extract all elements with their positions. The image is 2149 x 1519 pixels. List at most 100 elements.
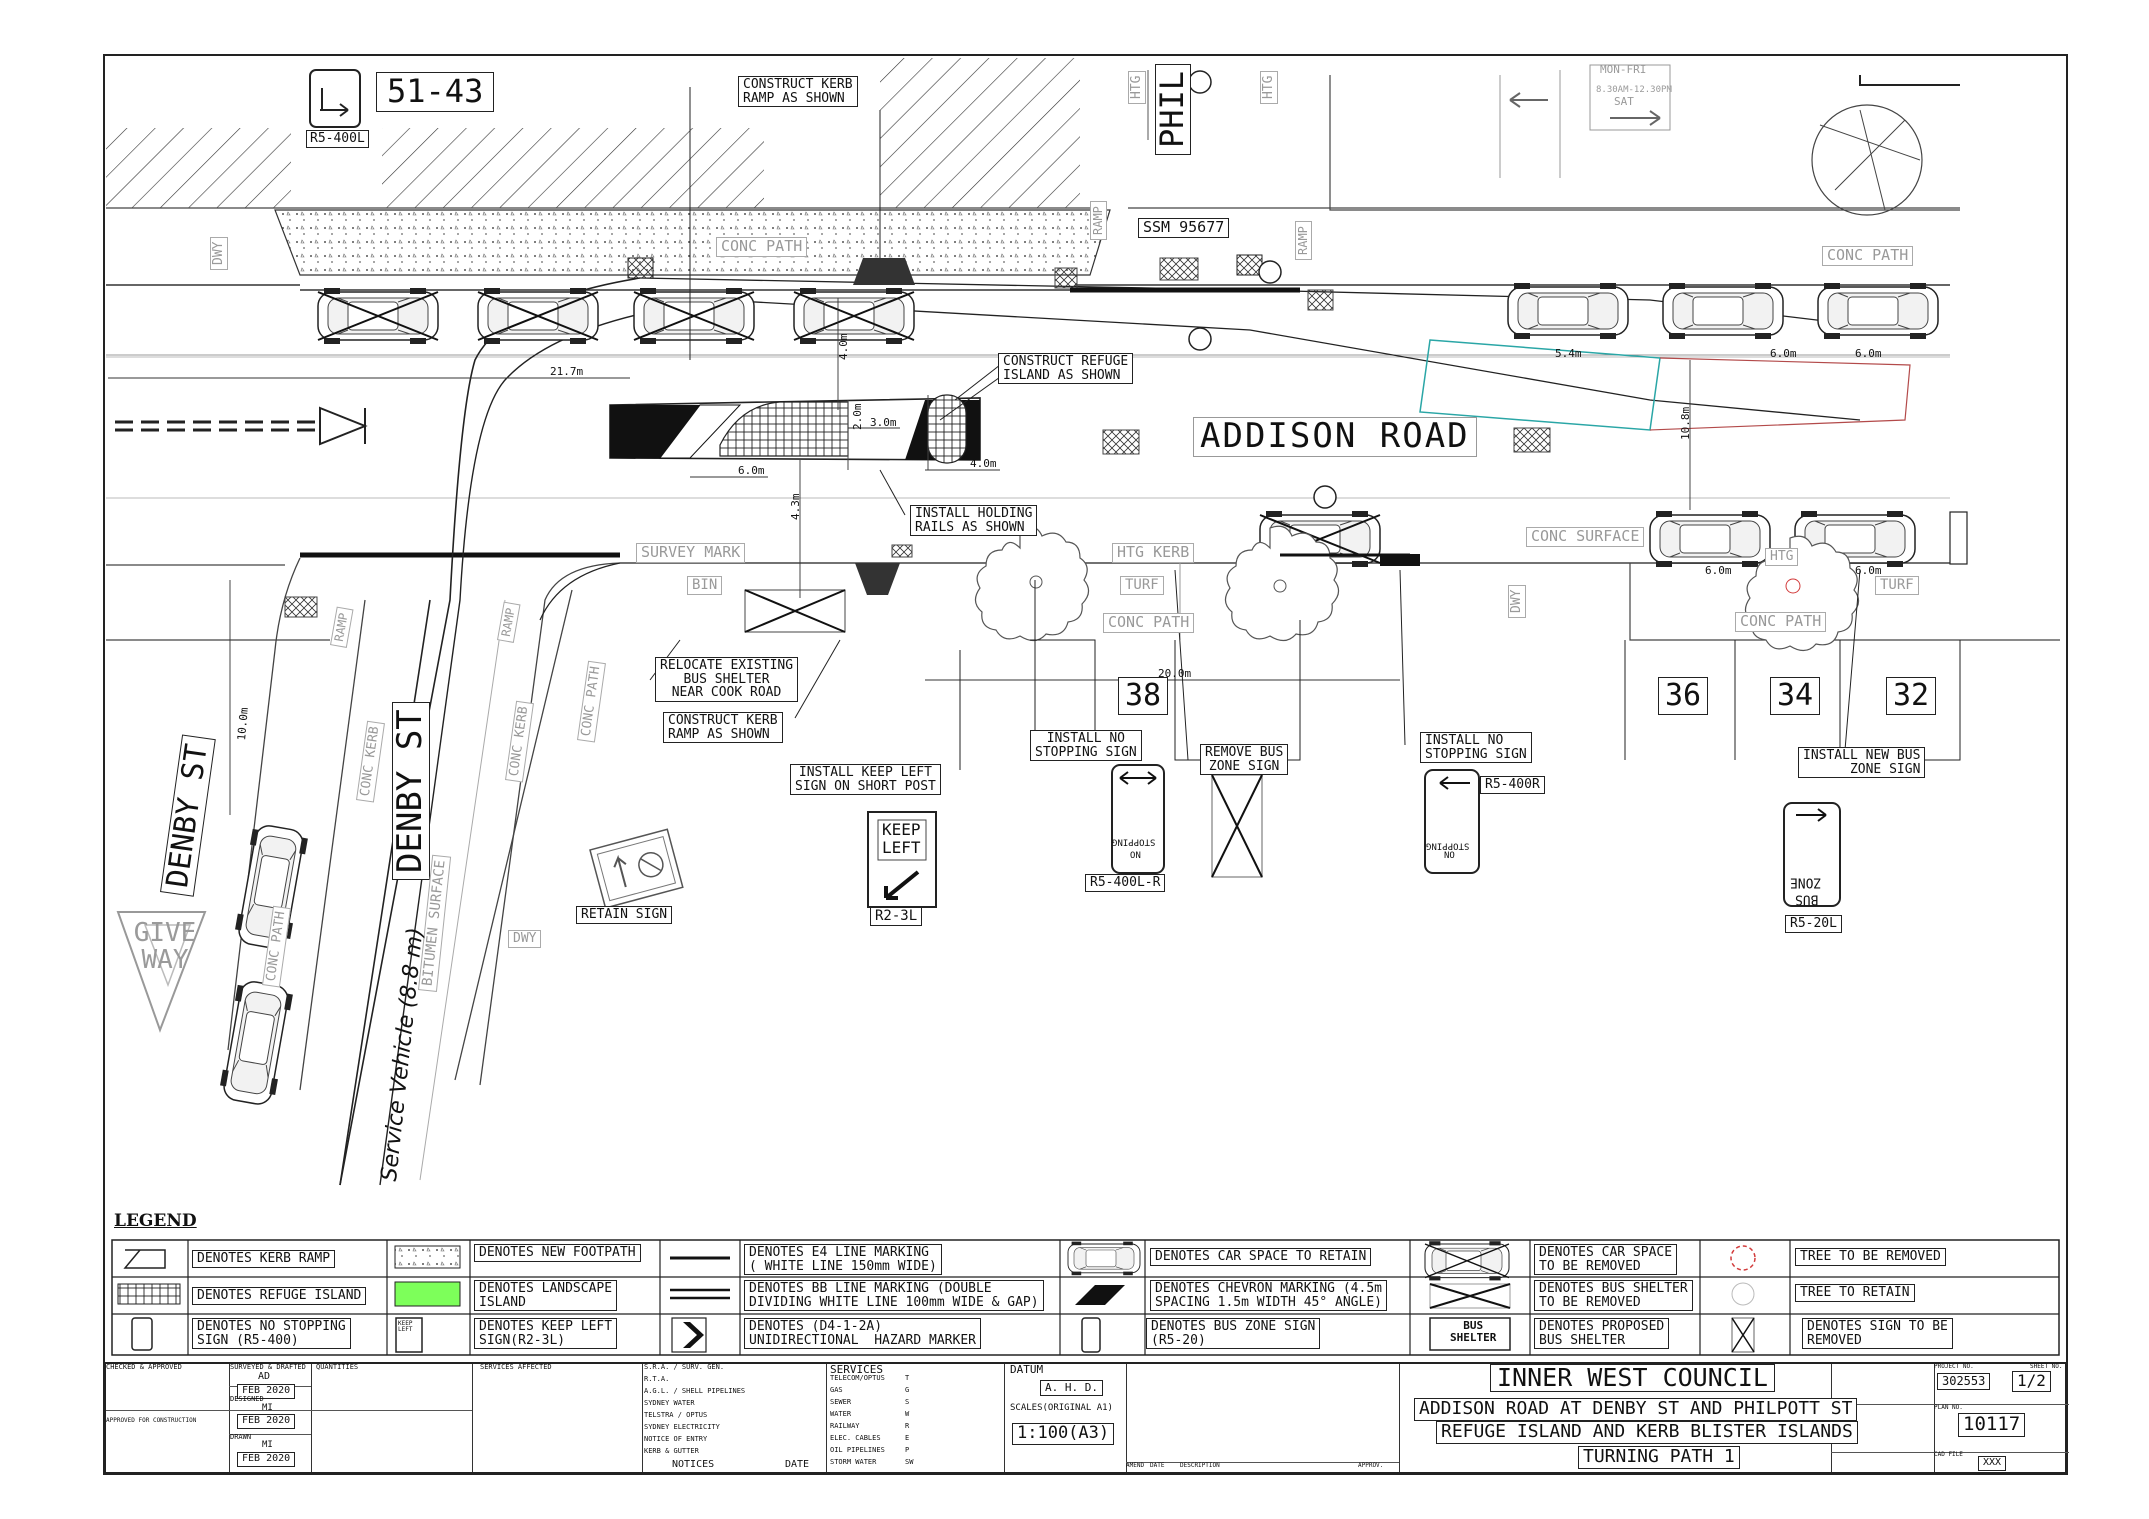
dimension-6-0-c: 6.0m <box>1705 564 1732 577</box>
label-bin: BIN <box>687 576 723 595</box>
callout-refuge-island: CONSTRUCT REFUGE ISLAND AS SHOWN <box>998 353 1134 385</box>
house-number-36: 36 <box>1658 677 1709 715</box>
legend-item-new-footpath: DENOTES NEW FOOTPATH <box>474 1244 641 1262</box>
legend-item-keep-left: DENOTES KEEP LEFT SIGN(R2-3L) <box>474 1318 618 1350</box>
tb-drawn-by: MI <box>262 1440 273 1450</box>
tb-sheet-no-label: SHEET NO. <box>2030 1363 2063 1370</box>
bus-zone-sign-zone: ZONE <box>1790 874 1822 890</box>
legend-item-no-stopping: DENOTES NO STOPPING SIGN (R5-400) <box>192 1318 351 1350</box>
tb-service-0: TELECOM/OPTUS <box>830 1374 885 1382</box>
tb-service-1: GAS <box>830 1386 843 1394</box>
label-conc-path-top: CONC PATH <box>716 237 808 257</box>
sign-code-r5-400r: R5-400R <box>1480 776 1545 794</box>
dimension-5-4: 5.4m <box>1555 347 1582 360</box>
tb-approved-label: APPROVED FOR CONSTRUCTION <box>106 1417 197 1424</box>
tb-service-code-1: G <box>905 1386 910 1394</box>
legend-item-landscape-island: DENOTES LANDSCAPE ISLAND <box>474 1280 618 1312</box>
keep-left-sign-keep: KEEP <box>882 820 921 839</box>
label-conc-path-south: CONC PATH <box>1103 613 1195 633</box>
label-htg-top: HTG <box>1128 70 1146 104</box>
tb-title-line-3: TURNING PATH 1 <box>1578 1446 1740 1469</box>
tb-title-line-2: REFUGE ISLAND AND KERB BLISTER ISLANDS <box>1436 1421 1858 1444</box>
label-conc-surface: CONC SURFACE <box>1526 527 1645 547</box>
house-number-38: 38 <box>1118 677 1169 715</box>
tb-drawn-label: DRAWN <box>230 1433 252 1441</box>
tb-datum-label: DATUM <box>1010 1363 1044 1376</box>
label-htg-top-2: HTG <box>1260 70 1278 104</box>
tb-surveyed-date: FEB 2020 <box>237 1384 296 1399</box>
house-number-34: 34 <box>1770 677 1821 715</box>
tb-service-6: OIL PIPELINES <box>830 1446 885 1454</box>
tb-project-no: 302553 <box>1937 1373 1991 1390</box>
street-name-denby-main: DENBY ST <box>390 702 430 880</box>
tb-amend-description: DESCRIPTION <box>1180 1462 1220 1469</box>
dimension-10-8: 10.8m <box>1679 406 1692 440</box>
sign-number-top-left: 51-43 <box>376 72 495 112</box>
tb-council-name: INNER WEST COUNCIL <box>1490 1364 1775 1393</box>
callout-kerb-ramp-bottom: CONSTRUCT KERB RAMP AS SHOWN <box>663 712 783 744</box>
no-stopping-sign-1-stopping: STOPPING <box>1112 836 1156 847</box>
dimension-10-0: 10.0m <box>235 706 251 742</box>
street-name-addison: ADDISON ROAD <box>1193 417 1477 457</box>
dimension-2-0: 2.0m <box>851 403 864 431</box>
no-stopping-sign-1-no: NO <box>1130 848 1141 859</box>
tb-service-code-7: SW <box>905 1458 914 1466</box>
label-turf-right: TURF <box>1875 576 1919 595</box>
tb-date: DATE <box>785 1459 810 1470</box>
sign-code-r2-3l: R2-3L <box>870 907 923 926</box>
tb-service-3: WATER <box>830 1410 852 1418</box>
no-stopping-sign-2-stopping: STOPPING <box>1426 840 1470 851</box>
no-stopping-sign-2-no: NO <box>1444 851 1455 861</box>
tb-title-line-1: ADDISON ROAD AT DENBY ST AND PHILPOTT ST <box>1414 1398 1858 1421</box>
tb-service-7: STORM WATER <box>830 1458 877 1466</box>
tb-authority-5: SYDNEY ELECTRICITY <box>644 1423 720 1431</box>
tb-amend-label: AMEND <box>1126 1462 1145 1469</box>
label-conc-path-right: CONC PATH <box>1822 246 1914 266</box>
callout-retain-sign: RETAIN SIGN <box>576 906 673 924</box>
legend-keep-left-icon-text: KEEP LEFT <box>398 1320 413 1334</box>
tb-service-code-0: T <box>905 1374 916 1382</box>
tb-designed-by: MI <box>262 1403 273 1413</box>
sign-code-r5-20l: R5-20L <box>1785 915 1842 933</box>
house-number-32: 32 <box>1886 677 1937 715</box>
legend-item-tree-remove: TREE TO BE REMOVED <box>1795 1248 1946 1266</box>
label-sat: SAT <box>1614 95 1634 108</box>
dimension-4-0: 4.0m <box>970 457 997 470</box>
dimension-6-0-d: 6.0m <box>1855 564 1882 577</box>
tb-authority-1: R.T.A. <box>644 1375 670 1383</box>
tb-service-code-2: S <box>905 1398 910 1406</box>
callout-keep-left: INSTALL KEEP LEFT SIGN ON SHORT POST <box>790 764 941 796</box>
tb-project-no-label: PROJECT NO. <box>1934 1363 1974 1370</box>
tb-drawn-date: FEB 2020 <box>237 1452 296 1467</box>
tb-authority-7: KERB & GUTTER <box>644 1447 699 1455</box>
tb-designed-date: FEB 2020 <box>237 1414 296 1429</box>
tb-sheet-no: 1/2 <box>2012 1371 2051 1392</box>
legend-item-car-retain: DENOTES CAR SPACE TO RETAIN <box>1150 1248 1372 1266</box>
label-ssm: SSM 95677 <box>1138 218 1230 238</box>
tb-plan-no-label: PLAN NO. <box>1934 1404 1963 1411</box>
dimension-3-0: 3.0m <box>870 416 897 429</box>
tb-service-code-6: P <box>905 1446 910 1454</box>
street-name-philpott: PHIL <box>1153 63 1191 155</box>
label-dwy-denby: DWY <box>508 930 542 948</box>
sign-code-r5-400l-r: R5-400L-R <box>1085 874 1166 892</box>
legend-item-proposed-shelter: DENOTES PROPOSED BUS SHELTER <box>1534 1318 1670 1350</box>
tb-services-affected: SERVICES AFFECTED <box>480 1363 552 1371</box>
tb-authority-4: TELSTRA / OPTUS <box>644 1411 708 1419</box>
callout-holding-rails: INSTALL HOLDING RAILS AS SHOWN <box>910 505 1038 537</box>
tb-surveyed-label: SURVEYED & DRAFTED <box>230 1363 306 1371</box>
tb-service-4: RAILWAY <box>830 1422 860 1430</box>
label-dwy-left: DWY <box>210 236 228 270</box>
callout-no-stopping-1: INSTALL NO STOPPING SIGN <box>1030 730 1142 762</box>
label-times: 8.30AM-12.30PM <box>1596 85 1672 95</box>
label-conc-path-34: CONC PATH <box>1735 612 1827 632</box>
tb-datum-value: A. H. D. <box>1040 1380 1103 1396</box>
dimension-6-0-b: 6.0m <box>1855 347 1882 360</box>
label-survey-mark: SURVEY MARK <box>636 543 746 563</box>
dimension-4-3: 4.3m <box>789 493 802 521</box>
legend-item-refuge-island: DENOTES REFUGE ISLAND <box>192 1287 367 1305</box>
tb-notices: NOTICES <box>672 1459 715 1470</box>
tb-authority-0: S.R.A. / SURV. GEN. <box>644 1363 725 1371</box>
callout-no-stopping-2: INSTALL NO STOPPING SIGN <box>1420 732 1532 764</box>
